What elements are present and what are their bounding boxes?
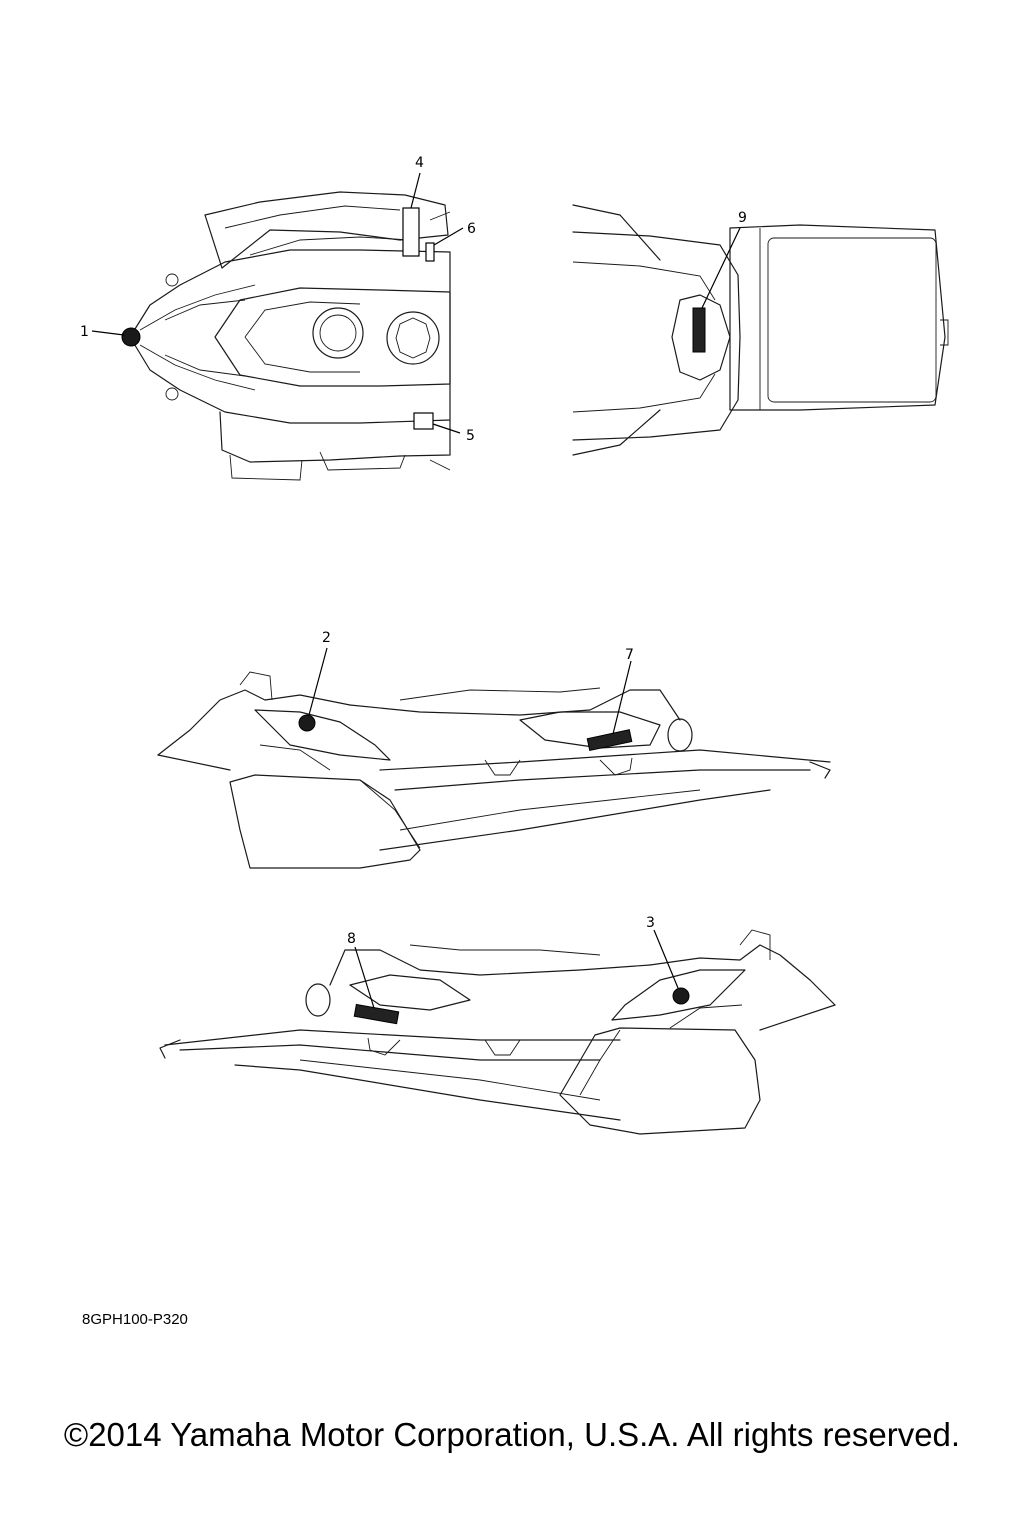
decal-8-wordmark — [353, 1003, 400, 1025]
decal-2-emblem — [298, 714, 316, 732]
decal-7-wordmark — [586, 729, 633, 752]
decal-9-wordmark — [692, 307, 706, 353]
decal-5-label — [413, 412, 434, 430]
side-view-right — [159, 929, 836, 1135]
callout-2: 2 — [322, 630, 331, 646]
callout-8: 8 — [347, 931, 356, 947]
callout-5: 5 — [466, 428, 475, 444]
callout-4: 4 — [415, 155, 424, 171]
copyright-notice: ©2014 Yamaha Motor Corporation, U.S.A. A… — [63, 1416, 961, 1453]
callout-1: 1 — [80, 324, 89, 340]
decal-1-emblem — [121, 327, 141, 347]
side-view-left — [157, 647, 831, 869]
decal-3-emblem — [672, 987, 690, 1005]
top-view-rear — [572, 204, 949, 456]
callout-3: 3 — [646, 915, 655, 931]
top-view-front — [91, 172, 464, 481]
callout-7: 7 — [625, 647, 634, 663]
callout-9: 9 — [738, 210, 747, 226]
diagram-code: 8GPH100-P320 — [82, 1311, 188, 1328]
decal-6-label — [425, 242, 435, 262]
decal-4-strip — [402, 207, 420, 257]
callout-6: 6 — [467, 221, 476, 237]
